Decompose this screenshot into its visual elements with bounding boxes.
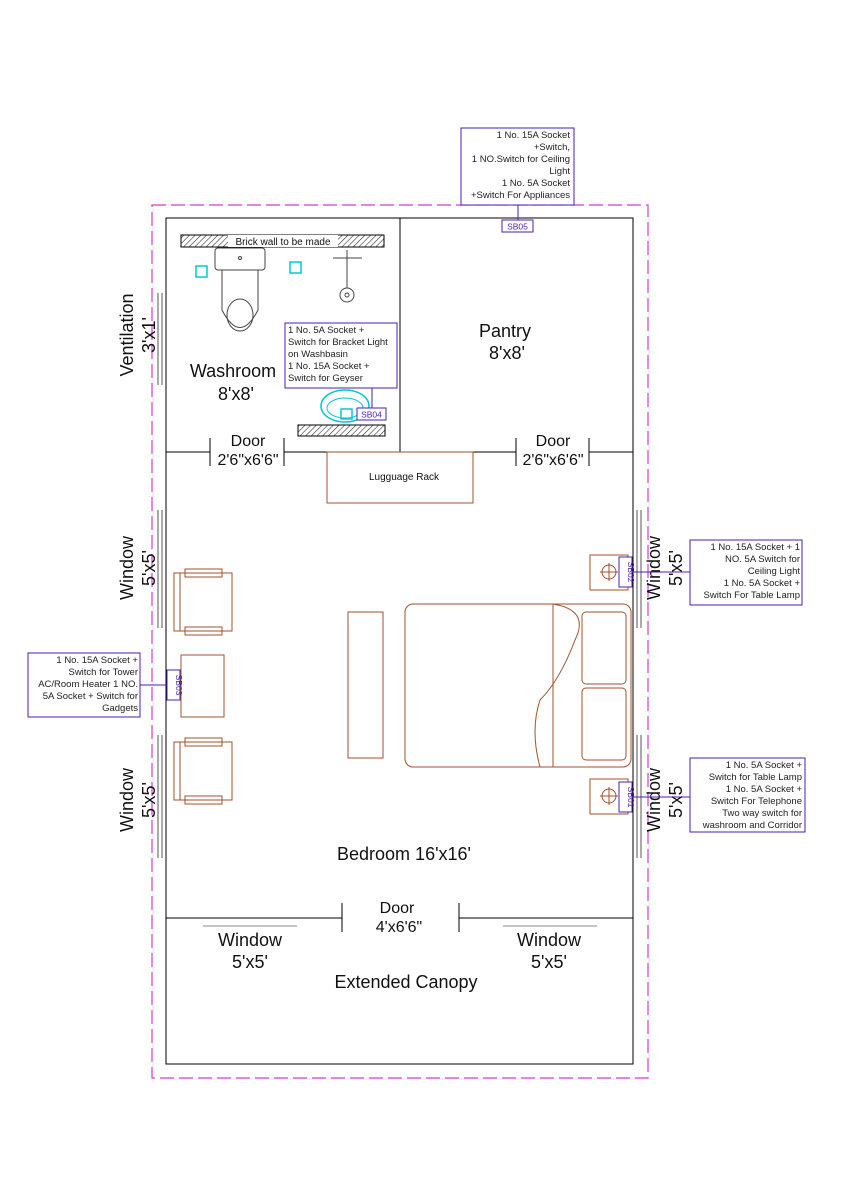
bedroom-name: Bedroom 16'x16'	[337, 844, 471, 864]
washroom-door-label: Door	[231, 433, 266, 450]
sb05-notes: 1 No. 15A Socket +Switch, 1 NO.Switch fo…	[471, 130, 570, 201]
sb04-callout: 1 No. 5A Socket + Switch for Bracket Lig…	[284, 322, 398, 421]
pantry-door-label: Door	[536, 433, 571, 450]
window-left-lower-size: 5'x5'	[139, 782, 159, 818]
canopy-name: Extended Canopy	[334, 972, 477, 992]
canopy-window-right-label: Window	[517, 930, 582, 950]
svg-text:NO. 5A Switch for: NO. 5A Switch for	[725, 554, 800, 565]
sb03-tag: SB03	[174, 675, 184, 696]
sb02-tag: SB02	[626, 562, 636, 583]
brick-wall-label-bg	[228, 235, 338, 247]
svg-text:1 No. 5A Socket +: 1 No. 5A Socket +	[288, 325, 365, 336]
svg-text:1 No. 15A Socket: 1 No. 15A Socket	[497, 130, 571, 141]
window-left-lower	[157, 735, 163, 858]
bedside-table-upper	[589, 554, 629, 591]
svg-text:1 No. 5A Socket: 1 No. 5A Socket	[502, 178, 570, 189]
armchair-upper	[173, 568, 233, 636]
svg-text:Switch For Telephone: Switch For Telephone	[711, 796, 802, 807]
window-right-lower-size: 5'x5'	[666, 782, 686, 818]
svg-text:Switch for Tower: Switch for Tower	[68, 667, 138, 678]
svg-text:+Switch,: +Switch,	[534, 142, 570, 153]
ventilation-size: 3'x1'	[139, 317, 159, 353]
brick-wall-label: Brick wall to be made	[235, 237, 330, 248]
window-left-upper	[157, 510, 163, 628]
svg-text:Two way switch for: Two way switch for	[722, 808, 802, 819]
svg-text:Switch for Geyser: Switch for Geyser	[288, 373, 363, 384]
washroom-name: Washroom	[190, 361, 276, 381]
sb05-callout: 1 No. 15A Socket +Switch, 1 NO.Switch fo…	[460, 127, 575, 233]
sb04-tag: SB04	[361, 410, 382, 420]
pantry-door-size: 2'6"x6'6"	[522, 452, 583, 469]
washroom-size: 8'x8'	[218, 384, 254, 404]
bench	[347, 611, 384, 759]
armchair-lower	[173, 737, 233, 805]
svg-text:Ceiling Light: Ceiling Light	[748, 566, 801, 577]
main-door-size: 4'x6'6"	[376, 919, 422, 936]
sb04-notes: 1 No. 5A Socket + Switch for Bracket Lig…	[288, 325, 388, 384]
sb01-notes: 1 No. 5A Socket + Switch for Table Lamp …	[702, 760, 803, 831]
side-table	[180, 654, 225, 718]
sb03-callout: 1 No. 15A Socket + Switch for Tower AC/R…	[27, 652, 184, 718]
canopy-window-left-size: 5'x5'	[232, 952, 268, 972]
sb02-notes: 1 No. 15A Socket + 1 NO. 5A Switch for C…	[704, 542, 801, 601]
window-left-upper-label: Window	[117, 535, 137, 600]
site-boundary	[151, 204, 649, 1079]
washroom-door-size: 2'6"x6'6"	[217, 452, 278, 469]
svg-text:1 No. 15A Socket + 1: 1 No. 15A Socket + 1	[710, 542, 800, 553]
bed	[404, 603, 632, 768]
svg-text:washroom and Corridor: washroom and Corridor	[702, 820, 802, 831]
window-right-upper	[636, 510, 642, 628]
svg-text:1 No. 5A Socket +: 1 No. 5A Socket +	[724, 578, 801, 589]
canopy-window-right-size: 5'x5'	[531, 952, 567, 972]
svg-text:Light: Light	[549, 166, 570, 177]
pantry-name: Pantry	[479, 321, 531, 341]
sb01-tag: SB01	[626, 787, 636, 808]
svg-text:1 NO.Switch for Ceiling: 1 NO.Switch for Ceiling	[472, 154, 570, 165]
svg-text:1 No. 15A Socket +: 1 No. 15A Socket +	[56, 655, 138, 666]
socket-point-icon	[195, 265, 208, 278]
main-door-label: Door	[380, 900, 415, 917]
shower-fixture	[333, 250, 362, 303]
svg-text:on Washbasin: on Washbasin	[288, 349, 348, 360]
svg-text:5A Socket + Switch for: 5A Socket + Switch for	[43, 691, 138, 702]
sb05-tag: SB05	[507, 222, 528, 232]
window-left-lower-label: Window	[117, 767, 137, 832]
brick-wall-bottom	[297, 424, 386, 437]
sb02-callout: 1 No. 15A Socket + 1 NO. 5A Switch for C…	[618, 539, 803, 606]
window-left-upper-size: 5'x5'	[139, 550, 159, 586]
window-right-upper-label: Window	[644, 535, 664, 600]
sb01-callout: 1 No. 5A Socket + Switch for Table Lamp …	[618, 757, 806, 833]
svg-text:+Switch For Appliances: +Switch For Appliances	[471, 190, 570, 201]
window-right-lower-label: Window	[644, 767, 664, 832]
luggage-rack	[326, 451, 474, 504]
svg-text:Switch for Bracket Light: Switch for Bracket Light	[288, 337, 388, 348]
window-right-upper-size: 5'x5'	[666, 550, 686, 586]
svg-text:Gadgets: Gadgets	[102, 703, 138, 714]
wc-fixture	[214, 247, 266, 332]
pantry-size: 8'x8'	[489, 343, 525, 363]
ventilation-label: Ventilation	[117, 293, 137, 376]
canopy-window-left-label: Window	[218, 930, 283, 950]
ventilation-window	[157, 293, 163, 385]
sb03-notes: 1 No. 15A Socket + Switch for Tower AC/R…	[38, 655, 138, 714]
svg-text:1 No. 5A Socket +: 1 No. 5A Socket +	[726, 760, 803, 771]
svg-text:1 No. 15A Socket +: 1 No. 15A Socket +	[288, 361, 370, 372]
svg-text:Switch For Table Lamp: Switch For Table Lamp	[704, 590, 800, 601]
svg-text:1 No. 5A Socket +: 1 No. 5A Socket +	[726, 784, 803, 795]
socket-point-icon	[289, 261, 302, 274]
svg-text:Switch for Table Lamp: Switch for Table Lamp	[709, 772, 802, 783]
luggage-rack-label: Lugguage Rack	[369, 472, 440, 483]
svg-text:AC/Room Heater 1 NO.: AC/Room Heater 1 NO.	[38, 679, 138, 690]
